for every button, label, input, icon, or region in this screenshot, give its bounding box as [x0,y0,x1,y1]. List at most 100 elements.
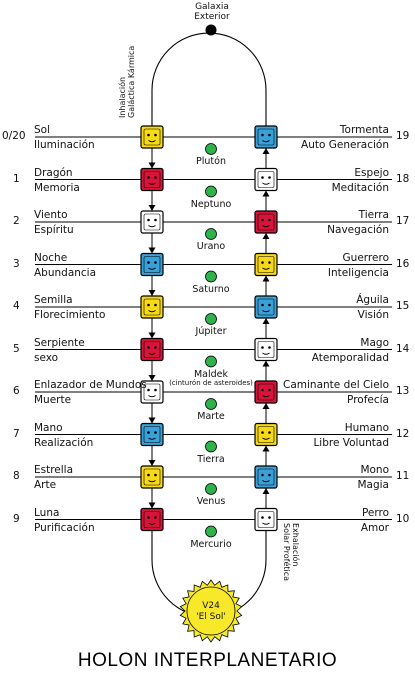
right-seal-name: Perro [361,506,389,519]
hand-glyph-icon-eye-left [147,431,150,434]
galaxy-label-line1: Galaxia [195,2,229,12]
right-seal-power: Visión [357,309,389,321]
moon-glyph-icon-mouth [148,522,156,525]
right-seal-power: Profecía [347,394,389,406]
monkey-glyph-icon-inner [257,468,275,486]
left-seal-power: Abundancia [34,266,97,279]
right-arrow-up [262,360,270,367]
left-seal-name: Viento [34,209,68,221]
mirror-glyph-icon-inner [257,171,275,188]
right-seal-power: Auto Generación [301,139,389,151]
right-arrow-up [262,148,270,154]
planet-dot [205,483,217,495]
left-arrow-down [148,205,156,211]
dragon-glyph-icon-inner [143,171,161,188]
sun-glyph-icon [140,125,164,149]
human-glyph-icon [254,422,278,447]
mirror-glyph-icon [254,167,278,192]
dog-glyph-icon-eye-left [261,516,264,519]
earth-glyph-icon-mouth [262,225,270,228]
right-arrow-up [262,275,270,282]
right-seal-name: Espejo [354,166,389,179]
moon-glyph-icon [140,507,164,532]
right-seal-power: Navegación [327,224,389,236]
wind-glyph-icon-eye-right [154,218,157,222]
wind-glyph-icon-inner [143,213,161,231]
eagle-glyph-icon-mouth [262,310,270,313]
right-seal-name: Tierra [358,209,389,221]
right-seal-name: Mono [360,464,389,476]
planet-dot [205,440,217,453]
right-seal-name: Águila [356,294,389,306]
storm-glyph-icon [254,125,278,149]
left-number: 5 [13,342,20,355]
night-glyph-icon-inner [143,256,161,273]
worldbridger-glyph-icon-eye-left [147,388,150,392]
dragon-glyph-icon-eye-left [147,176,150,179]
human-glyph-icon-eye-left [261,431,264,434]
inhalation-label: Inhalación Galáctica Kármica [118,46,136,118]
planet-name: Tierra [197,453,225,465]
right-seal-name: Humano [344,421,389,434]
left-seal-name: Serpiente [34,336,85,349]
planet-name: Júpiter [195,326,227,337]
inhalation-label-line1: Inhalación [118,76,127,118]
night-glyph-icon-eye-left [147,261,150,264]
left-seal-power: Arte [34,479,57,491]
storm-glyph-icon-mouth [262,140,270,143]
left-arrow-down [148,290,156,296]
dog-glyph-icon-frame [254,507,278,532]
left-seal-name: Dragón [34,166,73,179]
exhalation-label-line1: Exhalación [291,523,300,567]
wind-glyph-icon-mouth [148,225,156,228]
planet-dot [205,398,217,410]
right-arrow-up [262,318,270,324]
eagle-glyph-icon-eye-right [268,303,271,307]
earth-glyph-icon-inner [257,213,275,231]
seed-glyph-icon-inner [143,298,161,316]
left-seal-power: Florecimiento [34,309,106,321]
hand-glyph-icon-inner [143,426,161,443]
serpent-glyph-icon-eye-left [147,346,150,349]
left-number: 7 [13,427,20,440]
wizard-glyph-icon-inner [257,341,275,358]
right-number: 16 [396,257,410,270]
sun-glyph-icon-eye-left [147,133,150,137]
seed-glyph-icon-eye-left [147,303,150,307]
planet-name: Mercurio [190,538,232,550]
exhalation-label-line2: Solar Profética [282,523,291,582]
left-seal-power: Memoria [34,181,80,194]
right-seal-power: Meditación [331,181,389,194]
left-seal-name: Mano [34,421,63,434]
galaxy-dot [205,24,217,36]
right-number: 12 [396,427,410,440]
monkey-glyph-icon-mouth [262,480,270,483]
mirror-glyph-icon-eye-left [261,176,264,179]
left-number: 2 [13,215,20,227]
earth-glyph-icon [254,210,278,234]
star-glyph-icon-inner [143,468,161,486]
right-number: 14 [396,342,410,355]
dragon-glyph-icon-mouth [148,182,156,185]
skywalker-glyph-icon-eye-left [261,388,264,392]
wizard-glyph-icon-mouth [262,352,270,355]
planet-dot [205,525,217,538]
warrior-glyph-icon [254,252,278,277]
eagle-glyph-icon [254,295,278,319]
right-seal-power: Magia [357,479,389,491]
hand-glyph-icon-mouth [148,437,156,440]
left-seal-name: Noche [34,251,68,264]
mirror-glyph-icon-mouth [262,182,270,185]
planet-name: Venus [196,496,226,507]
galaxy-label-line2: Exterior [194,12,230,22]
left-seal-power: Purificación [34,521,95,534]
storm-glyph-icon-eye-left [261,133,264,137]
left-arrow-down [148,375,156,381]
right-seal-power: Amor [360,521,389,534]
left-seal-power: Espíritu [34,224,74,236]
sun-label-line2: 'El Sol' [196,612,226,622]
wind-glyph-icon-eye-left [147,218,150,222]
planet-name: Marte [197,411,225,422]
right-arrow-up [262,445,270,452]
night-glyph-icon [140,252,164,277]
